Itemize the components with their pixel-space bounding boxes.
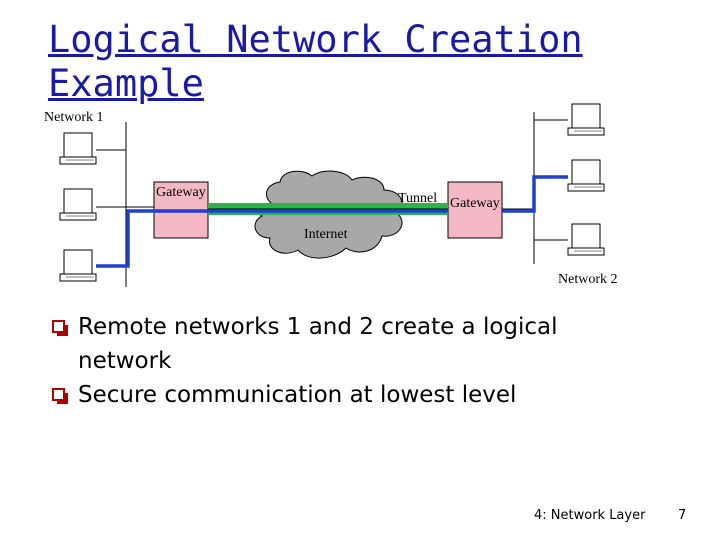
- bullet-square-icon: [52, 388, 68, 404]
- host-computer-icon: [567, 159, 605, 192]
- internet-label: Internet: [304, 227, 348, 242]
- network-diagram: Network 1 Gateway Internet Gateway: [44, 103, 618, 287]
- bullet-list: Remote networks 1 and 2 create a logical…: [52, 310, 652, 412]
- host-computer-icon: [59, 249, 97, 282]
- host-computer-icon: [567, 103, 605, 136]
- network2-label: Network 2: [558, 272, 618, 287]
- bullet-item: Secure communication at lowest level: [52, 378, 652, 412]
- gateway-left-label: Gateway: [156, 185, 206, 200]
- bullet-square-icon: [52, 320, 68, 336]
- gateway-right-label: Gateway: [450, 196, 500, 211]
- logical-network-path-right: [502, 175, 568, 213]
- slide-title: Logical Network Creation Example: [48, 18, 583, 105]
- logical-network-path: [96, 209, 448, 268]
- host-computer-icon: [567, 223, 605, 256]
- footer-label: 4: Network Layer: [534, 508, 646, 523]
- network1-label: Network 1: [44, 110, 104, 125]
- tunnel-label: Tunnel: [398, 191, 437, 206]
- page-number: 7: [678, 508, 687, 523]
- host-computer-icon: [59, 132, 97, 165]
- bullet-item: Remote networks 1 and 2 create a logical…: [52, 310, 652, 378]
- host-computer-icon: [59, 188, 97, 221]
